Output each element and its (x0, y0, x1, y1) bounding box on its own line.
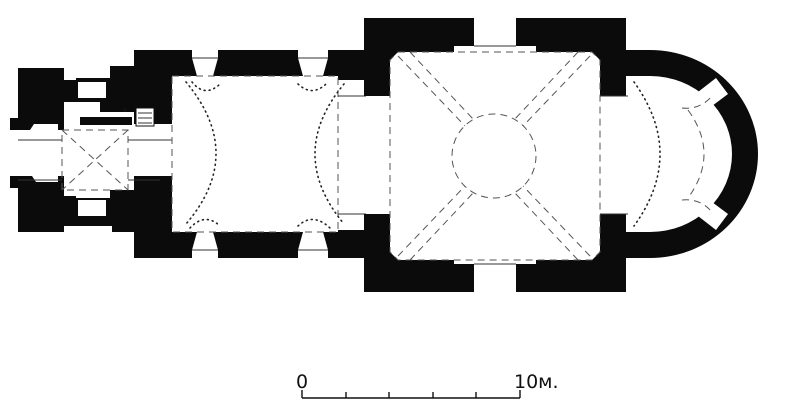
naos-pier-sw (364, 214, 474, 292)
apse-window-north (698, 78, 728, 106)
porch-vault-diagonals (61, 129, 129, 191)
hall-arch-west (185, 81, 217, 225)
porch-vault-outline (61, 129, 129, 191)
apse-doorway-lines (600, 95, 628, 215)
naos-pier-se (516, 214, 626, 292)
hall-lunette-nw (191, 81, 221, 92)
hall-window-n1 (192, 58, 218, 76)
hall-arch-east (314, 83, 345, 225)
porch-inner-doorway-lines (128, 139, 172, 181)
naos (364, 18, 628, 292)
hall-lunette-se (297, 218, 331, 229)
stair-post (123, 108, 127, 112)
naos-vault-outline (389, 51, 601, 261)
apse-arch-dotted (633, 81, 661, 227)
naos-drum-circle (451, 113, 537, 199)
west-porch (10, 58, 172, 240)
porch-window-south (78, 200, 106, 216)
refectory-hall (134, 50, 366, 258)
naos-doorway-lines (338, 95, 366, 215)
hall-lunette-sw (189, 218, 221, 229)
apse (626, 50, 758, 258)
porch-window-north (78, 82, 106, 98)
stair-treads (138, 112, 152, 124)
apse-rib-south (681, 199, 713, 213)
hall-window-n2 (298, 58, 328, 76)
hall-window-s1 (192, 232, 218, 250)
apse-wall (626, 50, 758, 258)
pendentive-sw (397, 185, 475, 261)
hall-lunette-ne (297, 81, 329, 92)
hall-window-sills (192, 57, 328, 251)
hall-vault-outline (171, 75, 339, 233)
hall-north-wall (134, 50, 364, 124)
stair-beam (80, 117, 132, 125)
porch-west-jamb-north (10, 118, 20, 130)
hall-window-s2 (298, 232, 328, 250)
hall-south-wall (134, 176, 364, 258)
apse-rib-north (681, 95, 713, 109)
scale-bar: 0 10м. (296, 371, 559, 399)
porch-west-jamb-south (10, 176, 20, 188)
naos-side-doors (474, 45, 516, 265)
pendentive-nw (397, 51, 475, 127)
naos-pier-nw (364, 18, 474, 96)
apse-inner-arc (687, 109, 705, 199)
naos-pier-ne (516, 18, 626, 96)
scale-label-start: 0 (296, 371, 308, 393)
scale-label-end: 10м. (514, 371, 559, 393)
pendentive-se (513, 185, 591, 261)
west-doorway-lines (18, 139, 62, 181)
apse-window-south (698, 202, 728, 230)
pendentive-ne (513, 51, 591, 127)
